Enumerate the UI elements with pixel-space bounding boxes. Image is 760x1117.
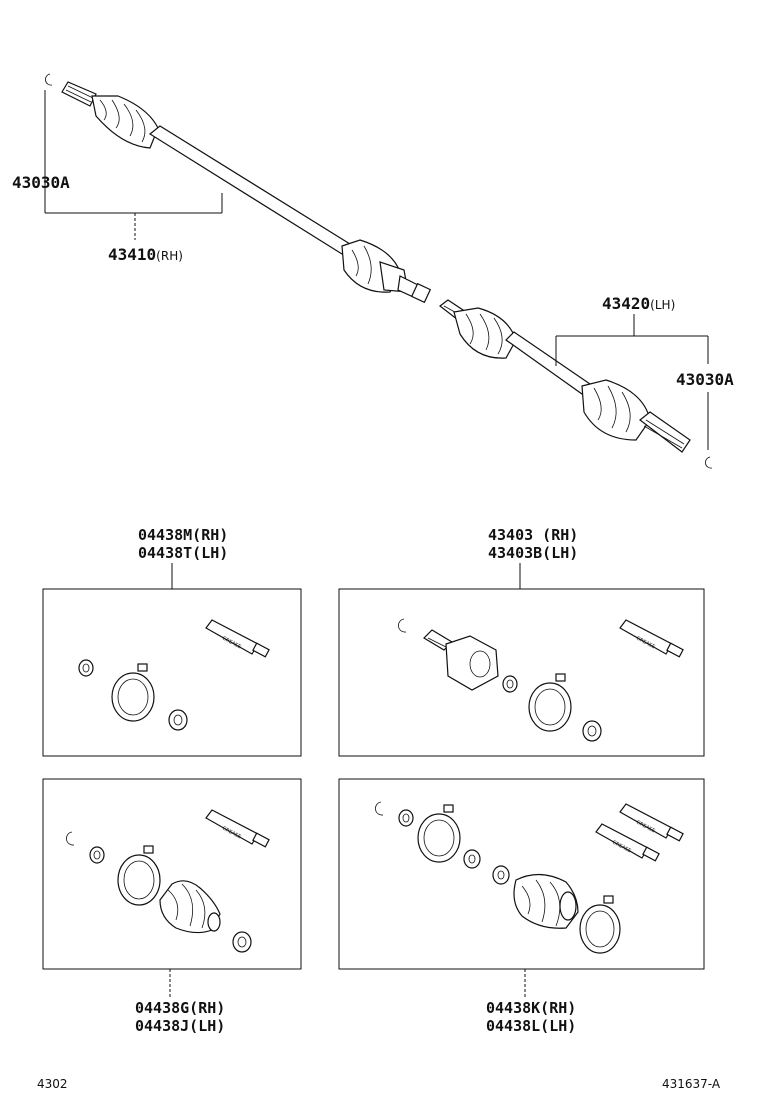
boot-icon [513, 873, 579, 929]
medium-clamp-icon [168, 709, 188, 731]
shaft-rh[interactable] [61, 81, 432, 304]
kit-box-1[interactable]: 04438M(RH) 04438T(LH) GREASE [42, 526, 302, 757]
kit-box-4[interactable]: 04438K(RH) 04438L(LH) [338, 778, 705, 1035]
grease-tube-icon: GREASE [205, 809, 270, 848]
large-clamp-icon [579, 895, 621, 954]
kit2-label-line1: 43403 (RH) [488, 526, 578, 544]
label-ring-top-left: 43030A [12, 173, 70, 192]
large-clamp-icon [111, 663, 155, 722]
grease-tube-icon: GREASE [595, 823, 660, 862]
medium-clamp-icon [232, 931, 252, 953]
snap-ring-right[interactable] [705, 456, 713, 469]
large-clamp-icon [417, 804, 461, 863]
medium-clamp-icon [582, 720, 602, 742]
kit3-label-line2: 04438J(LH) [135, 1017, 225, 1035]
kit-box-3[interactable]: 04438G(RH) 04438J(LH) [42, 778, 302, 1035]
snap-ring-icon [398, 618, 407, 633]
snap-ring-icon [375, 801, 384, 816]
grease-tube-icon: GREASE [619, 803, 684, 842]
small-clamp-icon [502, 675, 518, 693]
kit3-label-line1: 04438G(RH) [135, 999, 225, 1017]
drive-shaft-assembly: 43030A 43410(RH) 43420(LH) 43030A [12, 73, 734, 469]
shaft-lh[interactable] [439, 299, 691, 453]
tripod-joint-icon [423, 629, 499, 691]
footer-figure-code: 431637-A [662, 1077, 721, 1091]
footer-group-code: 4302 [37, 1077, 68, 1091]
medium-clamp-icon [463, 849, 510, 885]
grease-tube-icon: GREASE [619, 619, 684, 658]
large-clamp-icon [117, 845, 161, 906]
small-clamp-icon [398, 809, 414, 827]
boot-icon [159, 880, 221, 934]
snap-ring-icon [66, 831, 75, 846]
small-clamp-icon [78, 659, 94, 677]
label-shaft-lh: 43420(LH) [602, 294, 675, 313]
label-shaft-rh: 43410(RH) [108, 245, 183, 264]
snap-ring-top-left[interactable] [45, 73, 53, 86]
kit4-label-line2: 04438L(LH) [486, 1017, 576, 1035]
kit1-label-line1: 04438M(RH) [138, 526, 228, 544]
grease-tube-icon: GREASE [205, 619, 270, 658]
large-clamp-icon [528, 673, 572, 732]
kit1-label-line2: 04438T(LH) [138, 544, 228, 562]
label-ring-right: 43030A [676, 370, 734, 389]
kit4-label-line1: 04438K(RH) [486, 999, 576, 1017]
kit-box-2[interactable]: 43403 (RH) 43403B(LH) [338, 526, 705, 757]
small-clamp-icon [89, 846, 105, 864]
kit2-label-line2: 43403B(LH) [488, 544, 578, 562]
